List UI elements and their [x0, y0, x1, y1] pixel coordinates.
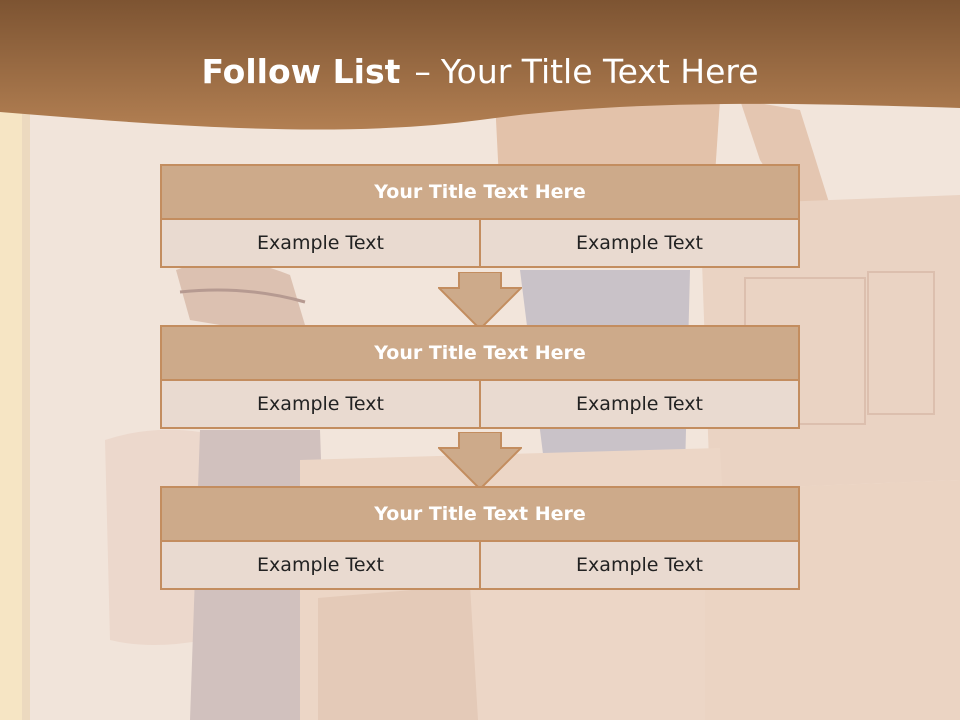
block-cell-left: Example Text [160, 220, 481, 268]
block-cell-right: Example Text [481, 381, 800, 429]
block-row: Example Text Example Text [160, 381, 800, 429]
block-cell-left: Example Text [160, 542, 481, 590]
list-block-3: Your Title Text Here Example Text Exampl… [160, 486, 800, 590]
slide-title-separator: – [414, 52, 431, 91]
down-arrow-icon [438, 272, 522, 330]
block-title: Your Title Text Here [160, 164, 800, 220]
down-arrow-icon [438, 432, 522, 490]
list-block-2: Your Title Text Here Example Text Exampl… [160, 325, 800, 429]
block-title: Your Title Text Here [160, 325, 800, 381]
header-band [0, 0, 960, 130]
block-cell-right: Example Text [481, 220, 800, 268]
block-row: Example Text Example Text [160, 542, 800, 590]
slide-title-bold: Follow List [201, 52, 401, 91]
block-row: Example Text Example Text [160, 220, 800, 268]
list-block-1: Your Title Text Here Example Text Exampl… [160, 164, 800, 268]
block-cell-left: Example Text [160, 381, 481, 429]
block-title: Your Title Text Here [160, 486, 800, 542]
slide-title-rest: Your Title Text Here [440, 52, 759, 91]
block-cell-right: Example Text [481, 542, 800, 590]
slide-title: Follow List–Your Title Text Here [0, 52, 960, 91]
